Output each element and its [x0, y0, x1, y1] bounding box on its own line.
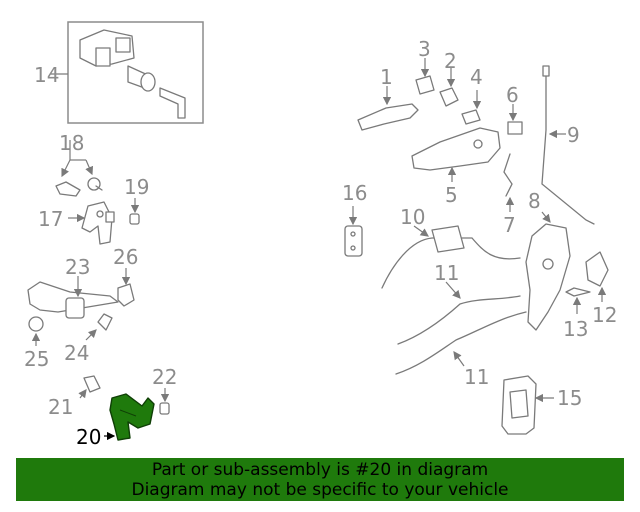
callout-12: 12: [592, 303, 617, 327]
part-26-bracket[interactable]: [117, 268, 135, 307]
callout-10: 10: [400, 205, 425, 229]
callout-8: 8: [528, 189, 541, 213]
part-19-clip[interactable]: [129, 198, 140, 225]
callout-18: 18: [59, 131, 84, 155]
part-20-highlighted[interactable]: [109, 393, 155, 441]
callout-4: 4: [470, 65, 483, 89]
part-23-door-check[interactable]: [27, 276, 119, 319]
part-6-clip[interactable]: [507, 104, 523, 135]
info-banner: Part or sub-assembly is #20 in diagram D…: [16, 458, 624, 501]
part-7-rod[interactable]: [503, 153, 515, 212]
part-15-key-fob[interactable]: [501, 375, 554, 435]
part-10-cable[interactable]: [381, 225, 521, 289]
banner-line-2: Diagram may not be specific to your vehi…: [131, 479, 509, 500]
callout-13: 13: [563, 317, 588, 341]
part-24-bolt[interactable]: [85, 313, 113, 341]
callout-5: 5: [445, 183, 458, 207]
callout-14: 14: [34, 63, 59, 87]
part-9-rod[interactable]: [541, 65, 595, 225]
part-18-bolts[interactable]: [55, 140, 103, 197]
part-11-cable-lower[interactable]: [395, 311, 527, 375]
part-11-cable-upper[interactable]: [397, 281, 521, 345]
part-3-cap[interactable]: [415, 58, 435, 95]
callout-11-upper: 11: [434, 261, 459, 285]
part-22-clip[interactable]: [159, 388, 170, 415]
part-17-hinge[interactable]: [81, 201, 115, 245]
callout-3: 3: [418, 37, 431, 61]
part-25-nut[interactable]: [28, 316, 44, 346]
part-2-cap[interactable]: [439, 68, 459, 107]
part-14-lock-cylinder-set[interactable]: [67, 21, 204, 124]
callout-7: 7: [503, 213, 516, 237]
callout-9: 9: [567, 123, 580, 147]
part-16-pad[interactable]: [344, 206, 363, 257]
callout-23: 23: [65, 255, 90, 279]
callout-21: 21: [48, 395, 73, 419]
part-12-bracket[interactable]: [585, 251, 609, 302]
callout-26: 26: [113, 245, 138, 269]
callout-20: 20: [76, 425, 101, 449]
part-8-latch[interactable]: [525, 211, 571, 331]
callout-24: 24: [64, 341, 89, 365]
callout-15: 15: [557, 386, 582, 410]
callout-6: 6: [506, 83, 519, 107]
callout-22: 22: [152, 365, 177, 389]
part-5-handle-frame[interactable]: [411, 127, 501, 182]
part-13-screw[interactable]: [565, 287, 591, 314]
callout-25: 25: [24, 347, 49, 371]
parts-diagram: 14 18 17 19 23 26 24 25 21 22 20 1 3 2 4…: [24, 21, 617, 449]
callout-17: 17: [38, 207, 63, 231]
part-1-outside-handle[interactable]: [357, 86, 419, 131]
callout-11-lower: 11: [464, 365, 489, 389]
part-4-gasket[interactable]: [461, 90, 482, 125]
callout-19: 19: [124, 175, 149, 199]
banner-line-1: Part or sub-assembly is #20 in diagram: [151, 459, 489, 480]
part-21-bolt[interactable]: [78, 375, 101, 399]
callout-1: 1: [380, 65, 393, 89]
callout-2: 2: [444, 49, 457, 73]
callout-16: 16: [342, 181, 367, 205]
